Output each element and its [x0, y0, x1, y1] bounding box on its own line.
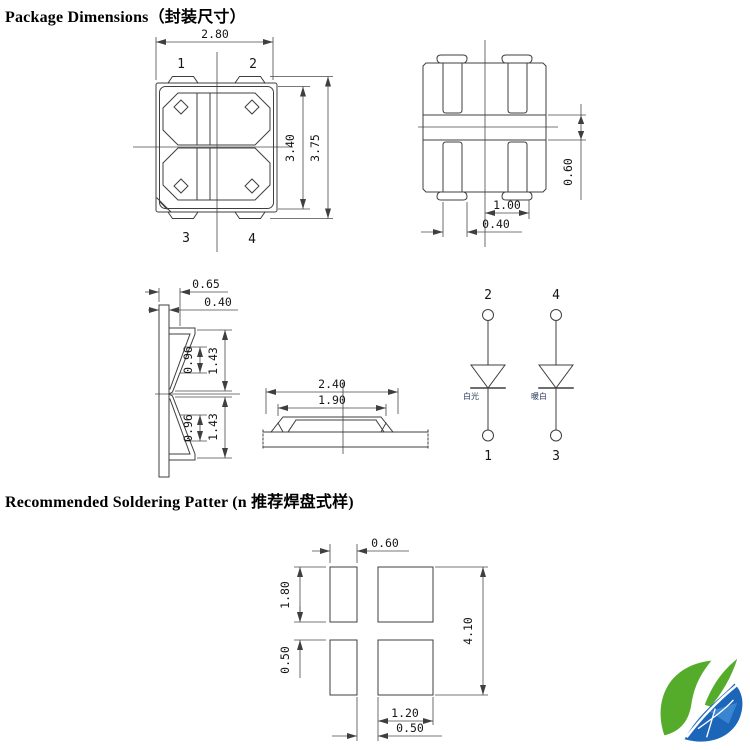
- circuit-pin-3-label: 3: [552, 449, 560, 464]
- dim-cup-outer-top-label: 1.43: [206, 347, 220, 375]
- dim-cup-outer-bottom-label: 1.43: [206, 413, 220, 441]
- pin-4-label: 4: [248, 232, 256, 247]
- package-top-view-drawing: 2.80 3.40 3.75 1 2 3 4: [133, 27, 333, 252]
- dim-outer-width-label: 2.40: [318, 377, 346, 391]
- company-logo: [660, 658, 743, 742]
- circuit-pin-2-label: 2: [484, 288, 492, 303]
- leaf-logo-icon: [660, 658, 743, 742]
- pad-top-left: [329, 566, 358, 623]
- package-side-view-drawing: 0.65 0.40 0.96 1.43 0.96 1.43: [145, 277, 240, 478]
- dim-tab-label: 0.40: [482, 217, 510, 231]
- dim-pad-height-label: 1.80: [278, 581, 292, 609]
- pad-bottom-right: [377, 639, 434, 696]
- dim-total-thickness-label: 0.65: [192, 277, 220, 291]
- dim-width-label: 2.80: [201, 27, 229, 41]
- centerlines: [418, 40, 558, 247]
- dimensions: [155, 37, 333, 219]
- dim-horizontal-gap-label: 0.50: [396, 721, 424, 735]
- dim-pad-large-width-label: 1.20: [391, 706, 419, 720]
- dimensions: [265, 388, 399, 416]
- diode-color-label-left: 白光: [463, 391, 479, 401]
- dim-vertical-gap-label: 0.50: [278, 646, 292, 674]
- dim-body-height-label: 3.40: [283, 134, 297, 162]
- pads: [329, 566, 434, 696]
- pad-bottom-left: [329, 639, 358, 696]
- diode-warm-white: [538, 309, 574, 442]
- pin-2-label: 2: [249, 57, 257, 72]
- dim-total-height-label: 3.75: [308, 134, 322, 162]
- side-outline: [158, 304, 196, 478]
- pin-1-label: 1: [177, 57, 185, 72]
- emitter-cavities: [162, 92, 271, 201]
- package-bottom-view-drawing: 0.60 1.00 0.40: [418, 40, 586, 247]
- pad-top-right: [377, 566, 434, 623]
- dim-pad-label: 1.00: [493, 198, 521, 212]
- dimensions: [421, 104, 586, 237]
- dim-inner-width-label: 1.90: [318, 393, 346, 407]
- pin-3-label: 3: [182, 231, 190, 246]
- centerlines: [133, 52, 293, 252]
- pin1-corner-mark: [156, 197, 172, 213]
- package-outline: [155, 76, 278, 219]
- dim-body-thickness-label: 0.40: [204, 295, 232, 309]
- soldering-pattern-drawing: 0.60 1.80 0.50 4.10 1.20 0.50: [278, 536, 488, 741]
- dimensions: [294, 544, 488, 741]
- diode-white: [470, 309, 506, 442]
- circuit-pin-1-label: 1: [484, 449, 492, 464]
- dim-cup-inner-top-label: 0.96: [181, 346, 195, 374]
- package-front-view-drawing: 2.40 1.90: [262, 377, 429, 454]
- dimensions: [145, 288, 238, 459]
- dim-slot-label: 0.60: [561, 158, 575, 186]
- front-outline: [262, 416, 429, 450]
- dim-pad-small-width-label: 0.60: [371, 536, 399, 550]
- section-title-package-dimensions: Package Dimensions（封装尺寸）: [5, 9, 246, 26]
- circuit-pin-4-label: 4: [552, 288, 560, 303]
- pad-outline: [422, 54, 547, 201]
- dim-cup-inner-bottom-label: 0.96: [181, 414, 195, 442]
- section-title-soldering-pattern: Recommended Soldering Patter (n 推荐焊盘式样): [5, 494, 354, 511]
- diode-color-label-right: 暖白: [531, 391, 547, 401]
- circuit-diagram: 2 4 1 3 白光 暖白: [463, 288, 574, 464]
- dim-total-height-label: 4.10: [461, 617, 475, 645]
